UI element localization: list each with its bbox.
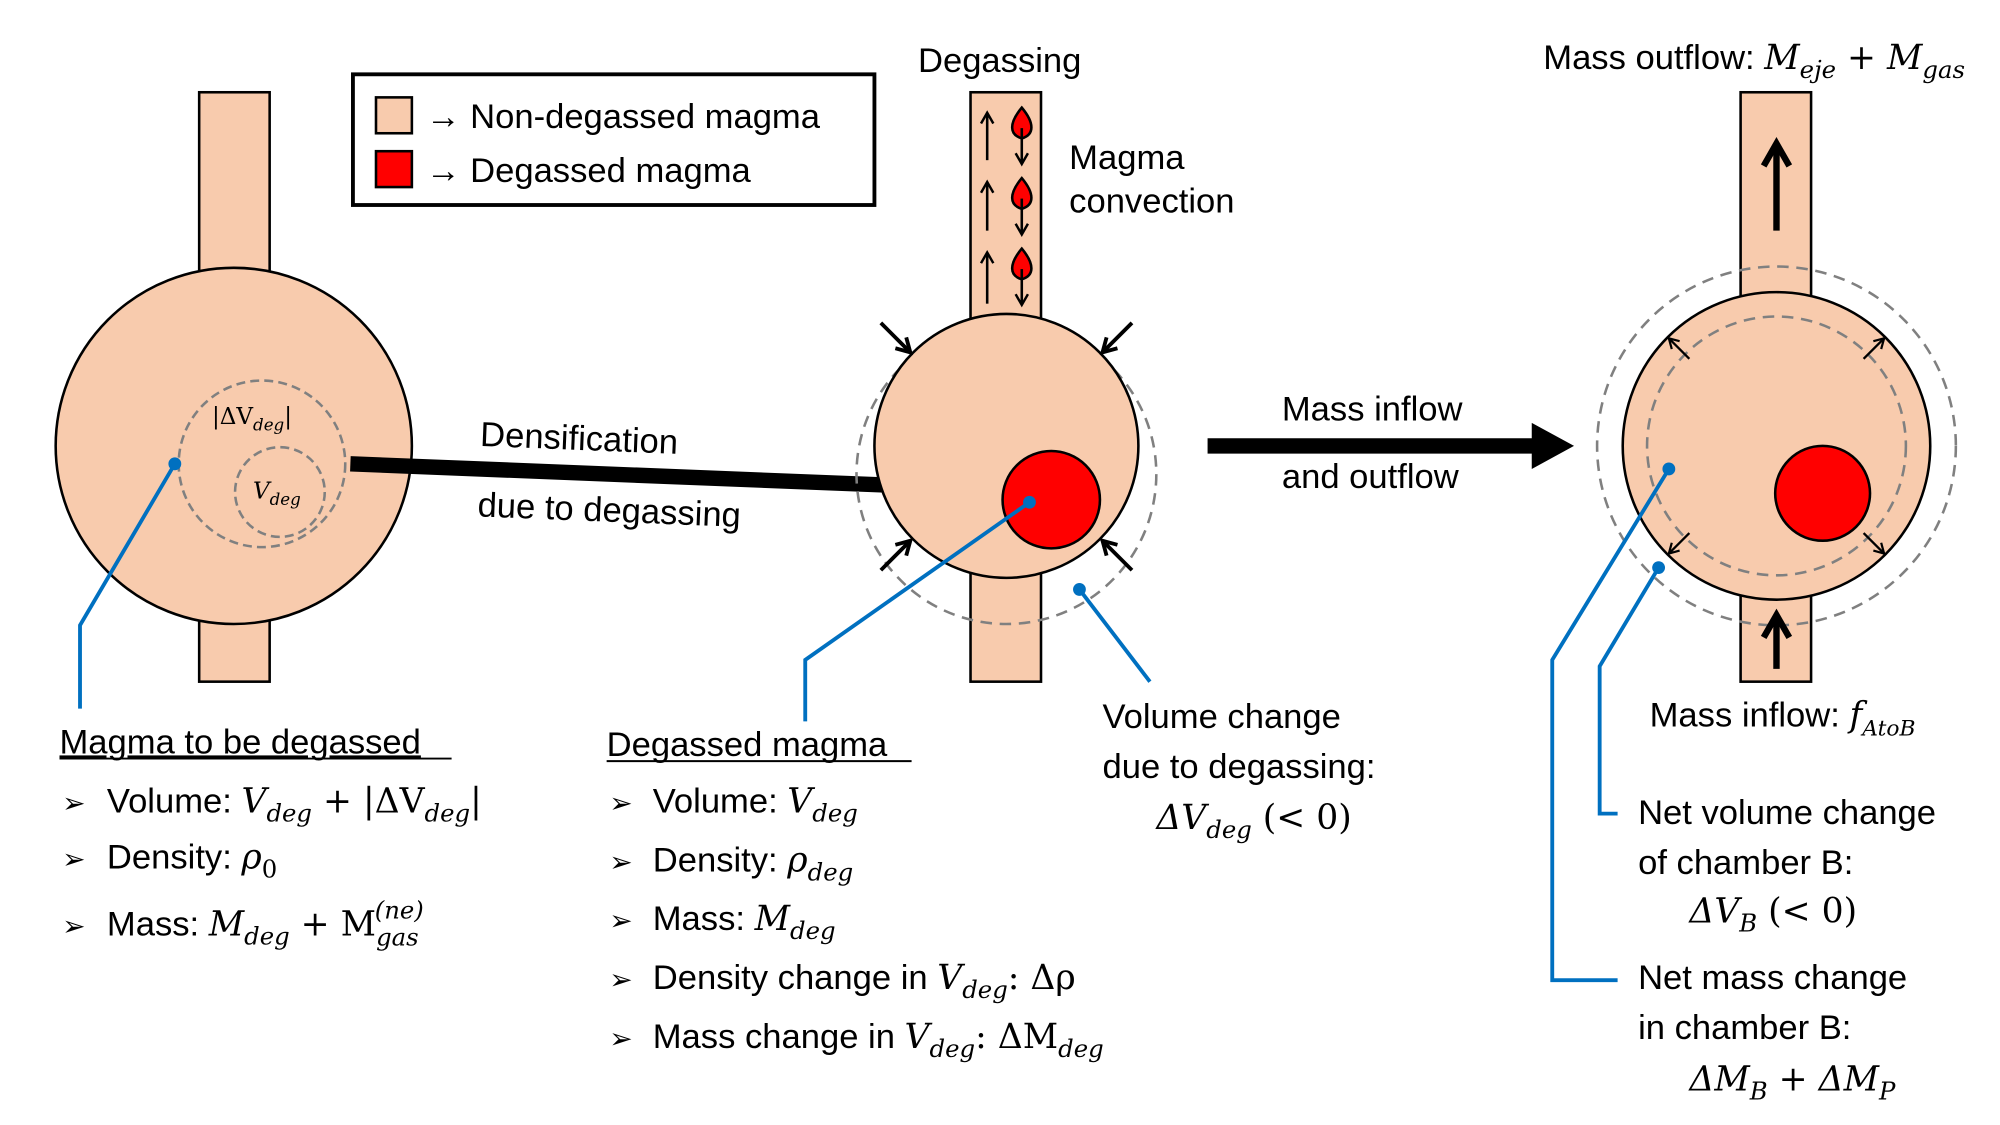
degassed-magma-blob [1001, 449, 1102, 550]
info-item-mass-change: ➢ Mass change in Vdeg: ΔMdeg [609, 1017, 1103, 1063]
svg-text:➢: ➢ [609, 786, 633, 818]
degassing-label: Degassing [918, 42, 1081, 80]
previous-volume-boundary [855, 322, 1158, 626]
svg-text:Volume: Vdeg + |ΔVdeg|: Volume: Vdeg + |ΔVdeg| [107, 781, 482, 827]
degassed-magma-blob [1773, 444, 1872, 542]
svg-text:ΔVdeg (< 0): ΔVdeg (< 0) [1154, 798, 1351, 844]
convection-group [979, 105, 1033, 308]
legend-label-degassed: → Degassed magma [426, 152, 752, 190]
leader-net-volume-change [1597, 561, 1666, 816]
delta-v-deg-label: |ΔVdeg| [212, 404, 292, 434]
svg-text:➢: ➢ [62, 909, 86, 941]
arrow1-label-line1: Densification [479, 416, 678, 462]
info-item-density: ➢ Density: ρ0 [62, 838, 277, 884]
expansion-arrow [1667, 532, 1691, 556]
leader-volume-change [1073, 583, 1152, 683]
svg-text:Mass: Mdeg: Mass: Mdeg [653, 899, 836, 945]
mass-outflow-label: Mass outflow: Meje + Mgas [1543, 38, 1965, 84]
arrow2-label-line1: Mass inflow [1282, 390, 1464, 428]
info-item-density-change: ➢ Density change in Vdeg: Δρ [609, 958, 1076, 1004]
droplet-icon [1010, 246, 1033, 308]
svg-text:Density: ρ0: Density: ρ0 [107, 838, 277, 884]
stage1-info: Magma to be degassed ➢ Volume: Vdeg + |Δ… [60, 723, 482, 951]
v-deg-label: Vdeg [253, 478, 301, 508]
droplet-icon [1010, 105, 1033, 167]
leader-net-mass-change [1550, 462, 1676, 983]
contraction-arrow [879, 321, 914, 356]
leader-magma-to-be-degassed [78, 457, 182, 709]
svg-text:Volume: Vdeg: Volume: Vdeg [653, 781, 858, 827]
info-item-mass: ➢ Mass: Mdeg [609, 899, 835, 945]
info-item-volume: ➢ Volume: Vdeg + |ΔVdeg| [62, 781, 482, 827]
legend-label-non-degassed: → Non-degassed magma [426, 98, 821, 136]
svg-text:due to degassing:: due to degassing: [1103, 748, 1376, 786]
arrow1-label-line2: due to degassing [477, 486, 742, 535]
contraction-arrow [1099, 537, 1134, 572]
svg-text:(ne): (ne) [375, 896, 424, 925]
mass-inflow-label: Mass inflow: fAtoB [1650, 696, 1916, 742]
convection-label-line1: Magma [1069, 139, 1185, 177]
svg-text:ΔMB + ΔMP: ΔMB + ΔMP [1687, 1059, 1896, 1105]
info-item-volume: ➢ Volume: Vdeg [609, 781, 858, 827]
expansion-arrow [1862, 336, 1886, 360]
info-title: Degassed magma [607, 726, 888, 764]
mass-flow-arrow: Mass inflow and outflow [1207, 390, 1575, 496]
magma-chamber [54, 266, 414, 626]
inner-volume-boundary [1645, 315, 1908, 577]
svg-text:ΔVB (< 0): ΔVB (< 0) [1687, 892, 1857, 938]
stage2-chamber: Degassing Magma convection [855, 42, 1235, 683]
svg-text:of chamber B:: of chamber B: [1638, 844, 1853, 882]
legend-swatch-degassed [374, 149, 414, 189]
stage1-chamber: |ΔVdeg| Vdeg [54, 90, 414, 683]
svg-text:Volume change: Volume change [1103, 698, 1341, 736]
v-deg-boundary [233, 445, 327, 539]
svg-text:➢: ➢ [62, 786, 86, 818]
volume-change-label: Volume change due to degassing: ΔVdeg (<… [1103, 698, 1376, 844]
contraction-arrow [879, 537, 914, 572]
legend-swatch-non-degassed [374, 96, 414, 135]
svg-text:Mass: Mdeg + Mgas: Mass: Mdeg + Mgas [107, 904, 419, 951]
svg-text:➢: ➢ [609, 904, 633, 936]
legend: → Non-degassed magma → Degassed magma [351, 72, 877, 207]
svg-text:Net volume change: Net volume change [1638, 794, 1936, 832]
expansion-arrow [1667, 336, 1691, 360]
net-volume-change-label: Net volume change of chamber B: ΔVB (< 0… [1638, 794, 1936, 938]
convection-label-line2: convection [1069, 183, 1234, 221]
svg-text:➢: ➢ [609, 963, 633, 995]
svg-text:➢: ➢ [609, 845, 633, 877]
contraction-arrow [1099, 321, 1134, 356]
magma-chamber [873, 312, 1140, 580]
svg-text:Density: ρdeg: Density: ρdeg [653, 840, 853, 886]
net-mass-change-label: Net mass change in chamber B: ΔMB + ΔMP [1638, 959, 1907, 1105]
legend-box [351, 72, 877, 207]
svg-text:➢: ➢ [609, 1022, 633, 1054]
stage2-info: Degassed magma ➢ Volume: Vdeg ➢ Density:… [606, 726, 1104, 1063]
leader-degassed-magma [803, 495, 1036, 722]
droplet-icon [1010, 176, 1033, 237]
svg-text:Net mass change: Net mass change [1638, 959, 1907, 997]
info-item-density: ➢ Density: ρdeg [609, 840, 853, 886]
svg-text:in chamber B:: in chamber B: [1638, 1009, 1851, 1047]
expansion-arrow [1862, 532, 1886, 556]
svg-text:Mass change in Vdeg: ΔMdeg: Mass change in Vdeg: ΔMdeg [653, 1017, 1104, 1063]
info-item-mass: ➢ Mass: Mdeg + Mgas (ne) [62, 896, 424, 952]
info-title: Magma to be degassed [60, 723, 421, 761]
previous-volume-boundary [1595, 265, 1958, 627]
svg-text:Density change in Vdeg: Δρ: Density change in Vdeg: Δρ [653, 958, 1076, 1004]
stage3-chamber: Mass outflow: Meje + Mgas Mass inflow: f… [1543, 38, 1965, 741]
arrow2-label-line2: and outflow [1282, 458, 1460, 496]
svg-text:➢: ➢ [62, 843, 86, 875]
